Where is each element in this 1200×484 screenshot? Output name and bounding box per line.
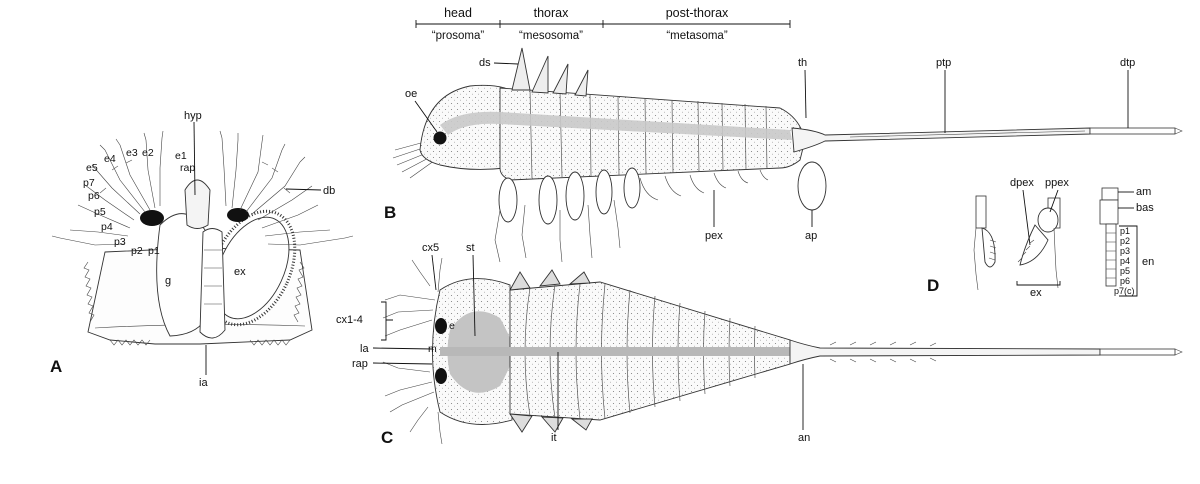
label-b-dtp: dtp — [1120, 57, 1135, 69]
label-a-rap: rap — [180, 162, 195, 174]
label-b-ap: ap — [805, 230, 817, 242]
label-d-p6: p6 — [1120, 276, 1130, 286]
label-b-th: th — [798, 57, 807, 69]
panel-d-letter: D — [927, 276, 939, 295]
label-c-m: m — [428, 343, 437, 355]
panel-c-letter: C — [381, 428, 393, 447]
panel-c-drawing — [382, 257, 1183, 445]
panel-d-drawing — [973, 187, 1119, 291]
panel-d-labels: dpex ppex am bas ex en p1 p2 p3 p4 p5 p6… — [927, 177, 1154, 299]
label-a-hyp: hyp — [184, 110, 202, 122]
panel-c-labels: cx5 st cx1-4 e m la rap it an C — [336, 242, 810, 447]
label-c-it: it — [551, 432, 557, 444]
label-d-en: en — [1142, 256, 1154, 268]
label-a-e1: e1 — [175, 150, 187, 162]
region-post-thorax-label: post-thorax — [666, 6, 729, 20]
label-d-p1: p1 — [1120, 226, 1130, 236]
label-c-e: e — [449, 320, 455, 332]
panel-a-drawing — [51, 130, 354, 346]
panel-a-labels: hyp e1 e2 e3 e4 e5 rap p7 p6 p5 p4 p3 p2… — [50, 110, 335, 389]
label-c-rap: rap — [352, 358, 368, 370]
label-d-dpex: dpex — [1010, 177, 1034, 189]
label-b-oe: oe — [405, 88, 417, 100]
label-d-ppex: ppex — [1045, 177, 1069, 189]
label-b-pex: pex — [705, 230, 723, 242]
label-a-p6: p6 — [88, 190, 100, 202]
label-a-ia: ia — [199, 377, 208, 389]
label-a-p4: p4 — [101, 221, 113, 233]
label-b-ptp: ptp — [936, 57, 951, 69]
label-a-p5: p5 — [94, 206, 106, 218]
label-c-st: st — [466, 242, 475, 254]
region-head-alt-label: “prosoma” — [432, 30, 485, 42]
label-d-bas: bas — [1136, 202, 1154, 214]
label-c-cx1-4: cx1-4 — [336, 314, 363, 326]
panel-a-letter: A — [50, 357, 62, 376]
region-thorax-label: thorax — [534, 6, 569, 20]
region-thorax-alt-label: “mesosoma” — [519, 30, 583, 42]
label-d-p3: p3 — [1120, 246, 1130, 256]
label-d-p4: p4 — [1120, 256, 1130, 266]
label-a-ex: ex — [234, 266, 246, 278]
label-d-p2: p2 — [1120, 236, 1130, 246]
label-a-g: g — [165, 275, 171, 287]
label-b-ds: ds — [479, 57, 491, 69]
panel-b-labels: ds oe th ptp dtp pex ap B — [384, 57, 1135, 242]
label-a-e3: e3 — [126, 147, 138, 159]
label-a-e4: e4 — [104, 153, 116, 165]
label-a-p1: p1 — [148, 245, 160, 257]
region-post-thorax-alt-label: “metasoma” — [666, 30, 728, 42]
label-c-cx5: cx5 — [422, 242, 439, 254]
label-d-ex: ex — [1030, 287, 1042, 299]
region-head-label: head — [444, 6, 472, 20]
label-a-db: db — [323, 185, 335, 197]
label-c-an: an — [798, 432, 810, 444]
panel-b-letter: B — [384, 203, 396, 222]
label-d-am: am — [1136, 186, 1151, 198]
panel-b-drawing — [392, 47, 1183, 263]
label-a-e5: e5 — [86, 162, 98, 174]
label-a-p3: p3 — [114, 236, 126, 248]
label-a-p2: p2 — [131, 245, 143, 257]
label-d-p7c: p7(c) — [1114, 286, 1135, 296]
label-d-p5: p5 — [1120, 266, 1130, 276]
label-a-p7: p7 — [83, 177, 95, 189]
label-a-e2: e2 — [142, 147, 154, 159]
label-c-la: la — [360, 343, 369, 355]
region-brackets: head “prosoma” thorax “mesosoma” post-th… — [415, 6, 791, 42]
